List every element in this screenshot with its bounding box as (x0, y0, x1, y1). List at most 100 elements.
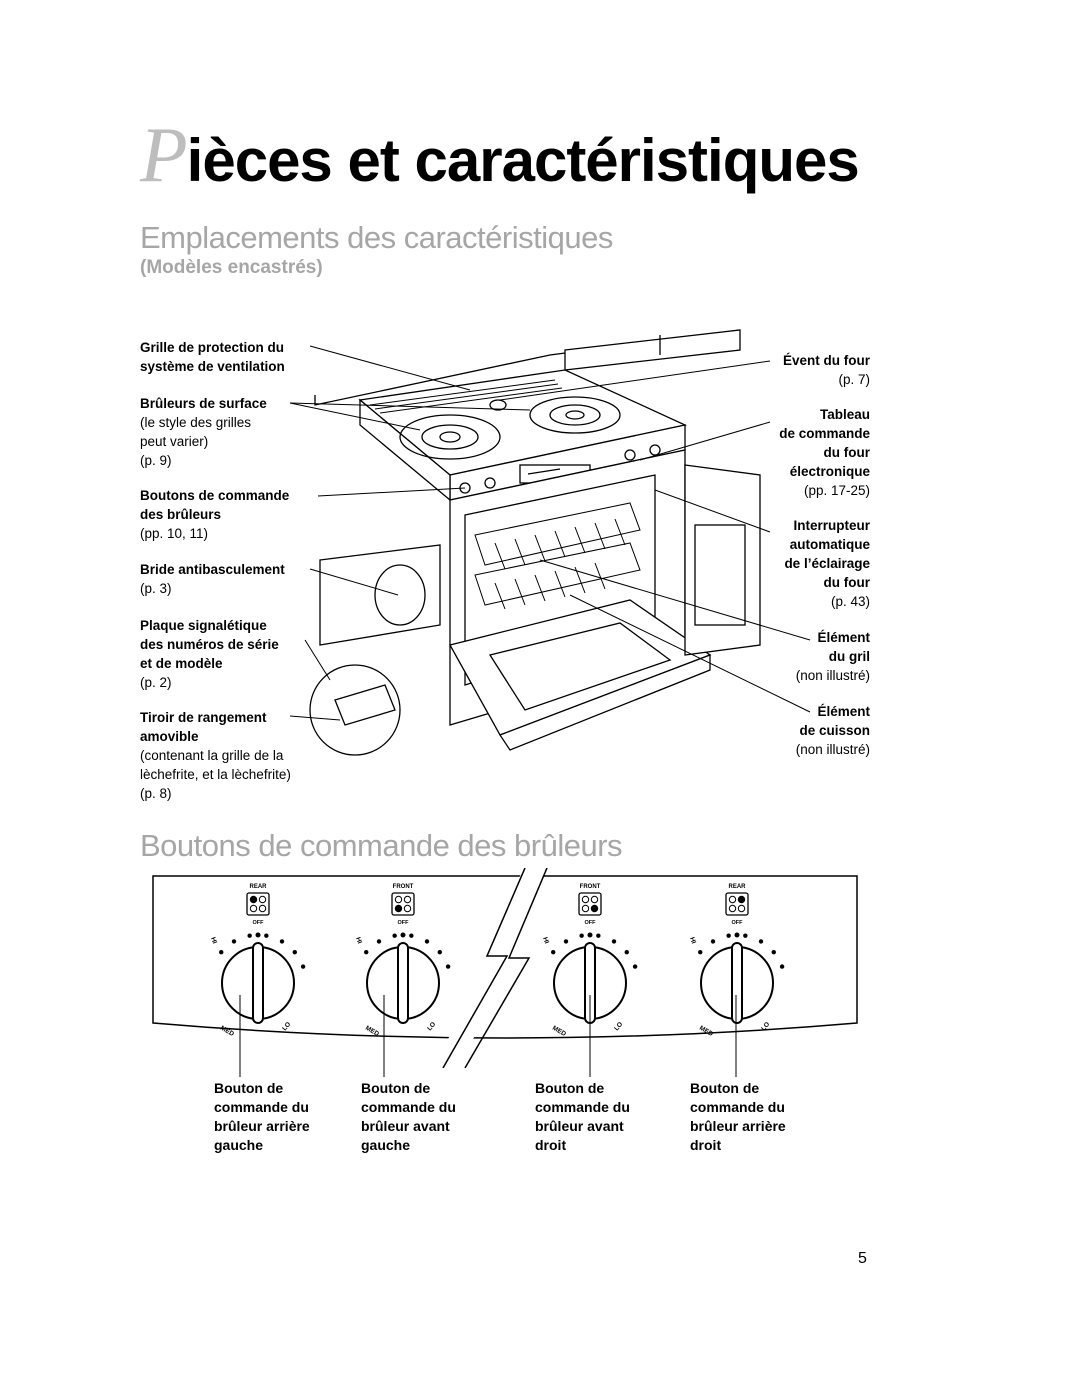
setting-dot (409, 933, 414, 938)
page-number: 5 (858, 1250, 867, 1267)
label-line: système de ventilation (140, 359, 285, 374)
label-line: électronique (789, 464, 870, 479)
setting-dot (624, 949, 629, 955)
label-line: brûleur avant (361, 1118, 450, 1134)
label-line: Bride antibasculement (140, 562, 285, 577)
indicator-dot (728, 895, 737, 904)
setting-dot (219, 949, 224, 955)
label-line: (p. 43) (830, 594, 870, 609)
label-line: Bouton de (361, 1080, 431, 1096)
setting-dot (551, 949, 556, 955)
label-line: Évent du four (783, 353, 870, 368)
setting-dot (632, 964, 638, 969)
knob-label-front-right: Bouton de commande du brûleur avant droi… (535, 1079, 630, 1155)
setting-dot (445, 964, 451, 969)
indicator-dot (403, 895, 412, 904)
label-line: Interrupteur (793, 518, 870, 533)
indicator-dot (403, 904, 412, 913)
setting-dot (300, 964, 306, 969)
label-line: automatique (789, 537, 870, 552)
indicator-dot (258, 904, 267, 913)
indicator-dot (737, 895, 746, 904)
off-dot (734, 932, 740, 938)
indicator-label: FRONT (393, 884, 414, 890)
label-line: (le style des grilles (140, 415, 252, 430)
label-line: (non illustré) (795, 742, 870, 757)
label-line: Tableau (819, 407, 870, 422)
section-heading-locations: Emplacements des caractéristiques (140, 220, 613, 255)
label-bruleurs-surface: Brûleurs de surface (le style des grille… (140, 394, 267, 470)
label-event-four: Évent du four (p. 7) (783, 351, 870, 389)
label-line: (non illustré) (795, 668, 870, 683)
label-line: Grille de protection du (140, 340, 285, 355)
label-element-gril: Élément du gril (non illustré) (796, 628, 870, 685)
label-line: commande du (690, 1099, 785, 1115)
label-line: Boutons de commande (140, 488, 290, 503)
label-tiroir-rangement: Tiroir de rangement amovible (contenant … (140, 708, 291, 803)
setting-dot (264, 933, 269, 938)
knob-label-rear-right: Bouton de commande du brûleur arrière dr… (690, 1079, 786, 1155)
setting-dot (579, 933, 584, 938)
knob-label-front-left: Bouton de commande du brûleur avant gauc… (361, 1079, 456, 1155)
label-line: peut varier) (140, 434, 209, 449)
label-line: Bouton de (535, 1080, 605, 1096)
label-line: de cuisson (799, 723, 870, 738)
label-line: de commande (779, 426, 870, 441)
lo-label: LO (281, 1021, 292, 1032)
page-title: Pièces et caractéristiques (140, 110, 860, 200)
setting-dot (364, 949, 369, 955)
label-line: et de modèle (140, 656, 223, 671)
label-line: (p. 9) (140, 453, 172, 468)
lo-label: LO (426, 1021, 437, 1032)
setting-dot (392, 933, 397, 938)
setting-dot (424, 939, 430, 944)
label-line: gauche (214, 1137, 264, 1153)
indicator-dot (249, 904, 258, 913)
label-line: Élément (817, 704, 870, 719)
indicator-dot (394, 904, 403, 913)
off-label: OFF (585, 920, 597, 926)
label-bride-antibasculement: Bride antibasculement (p. 3) (140, 560, 285, 598)
label-tableau-commande: Tableau de commande du four électronique… (779, 405, 870, 500)
hi-label: HI (354, 936, 363, 945)
indicator-dot (728, 904, 737, 913)
indicator-label: FRONT (580, 884, 601, 890)
label-line: gauche (361, 1137, 411, 1153)
title-initial: P (140, 111, 188, 198)
off-label: OFF (253, 920, 265, 926)
label-line: (p. 3) (140, 581, 172, 596)
setting-dot (758, 939, 764, 944)
indicator-dot (590, 895, 599, 904)
setting-dot (771, 949, 776, 955)
label-boutons-commande: Boutons de commande des brûleurs (pp. 10… (140, 486, 289, 543)
section-heading-knobs: Boutons de commande des brûleurs (140, 828, 623, 863)
knob-grip (252, 942, 264, 1024)
label-interrupteur-eclairage: Interrupteur automatique de l’éclairage … (784, 516, 870, 611)
setting-dot (279, 939, 285, 944)
label-line: du four (823, 575, 871, 590)
setting-dot (726, 933, 731, 938)
off-dot (587, 932, 593, 938)
setting-dot (437, 949, 442, 955)
indicator-label: REAR (249, 884, 267, 890)
title-rest: ièces et caractéristiques (186, 127, 860, 194)
label-line: Plaque signalétique (140, 618, 267, 633)
off-dot (400, 932, 406, 938)
lo-label: LO (613, 1021, 624, 1032)
setting-dot (698, 949, 703, 955)
label-line: brûleur avant (535, 1118, 624, 1134)
section-subheading-models: (Modèles encastrés) (140, 257, 323, 278)
indicator-dot (581, 904, 590, 913)
hi-label: HI (541, 936, 550, 945)
setting-dot (292, 949, 297, 955)
label-line: Bouton de (690, 1080, 760, 1096)
label-line: des numéros de série (140, 637, 279, 652)
lo-label: LO (760, 1021, 771, 1032)
label-line: Tiroir de rangement (140, 710, 267, 725)
label-line: droit (535, 1137, 567, 1153)
